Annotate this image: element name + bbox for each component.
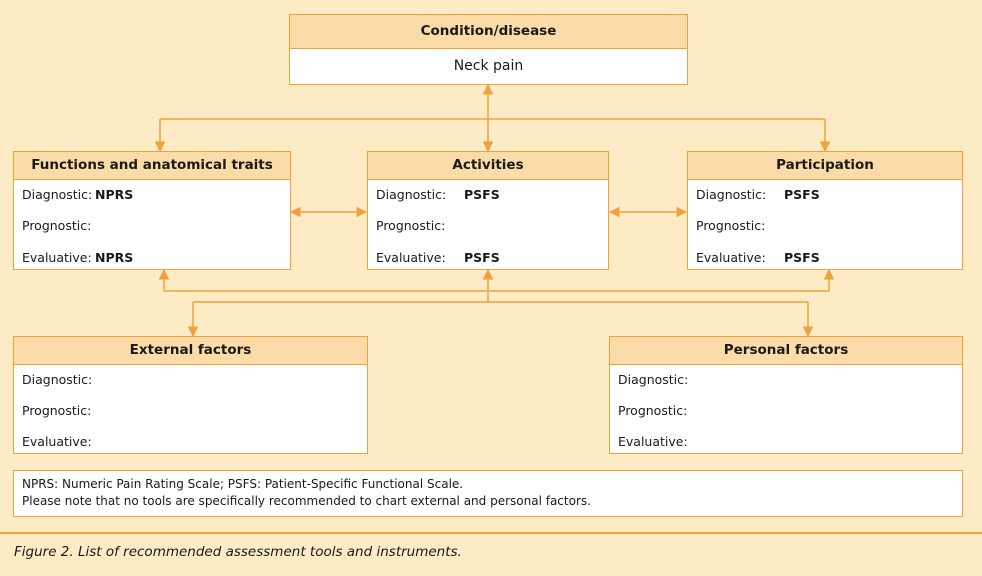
functions-box: Functions and anatomical traits Diagnost… [13, 151, 291, 270]
personal-prognostic-label: Prognostic: [618, 403, 688, 418]
functions-diagnostic-row: Diagnostic: NPRS [22, 187, 133, 202]
note-line-2: Please note that no tools are specifical… [22, 494, 591, 508]
participation-evaluative-label: Evaluative: [696, 250, 766, 265]
participation-evaluative-row: Evaluative: PSFS [696, 250, 820, 265]
activities-evaluative-row: Evaluative: PSFS [376, 250, 500, 265]
participation-evaluative-value: PSFS [784, 250, 820, 265]
functions-title: Functions and anatomical traits [14, 152, 290, 180]
activities-box: Activities Diagnostic: PSFS Prognostic: … [367, 151, 609, 270]
personal-evaluative-row: Evaluative: [618, 434, 688, 449]
caption-divider [0, 532, 982, 534]
condition-box: Condition/disease Neck pain [289, 14, 688, 85]
activities-prognostic-row: Prognostic: [376, 218, 445, 233]
participation-title: Participation [688, 152, 962, 180]
functions-diagnostic-value: NPRS [95, 187, 134, 202]
activities-evaluative-label: Evaluative: [376, 250, 446, 265]
activities-evaluative-value: PSFS [464, 250, 500, 265]
participation-diagnostic-label: Diagnostic: [696, 187, 767, 202]
external-box: External factors Diagnostic: Prognostic:… [13, 336, 368, 454]
activities-prognostic-label: Prognostic: [376, 218, 446, 233]
figure-caption: Figure 2. List of recommended assessment… [14, 544, 462, 560]
activities-title: Activities [368, 152, 608, 180]
personal-box: Personal factors Diagnostic: Prognostic:… [609, 336, 963, 454]
personal-title: Personal factors [610, 337, 962, 365]
participation-box: Participation Diagnostic: PSFS Prognosti… [687, 151, 963, 270]
external-diagnostic-row: Diagnostic: [22, 372, 92, 387]
participation-prognostic-row: Prognostic: [696, 218, 765, 233]
functions-evaluative-value: NPRS [95, 250, 134, 265]
functions-diagnostic-label: Diagnostic: [22, 187, 93, 202]
participation-prognostic-label: Prognostic: [696, 218, 766, 233]
condition-value: Neck pain [453, 58, 524, 74]
abbreviation-note: NPRS: Numeric Pain Rating Scale; PSFS: P… [13, 470, 963, 517]
personal-diagnostic-row: Diagnostic: [618, 372, 688, 387]
functions-evaluative-row: Evaluative: NPRS [22, 250, 133, 265]
functions-prognostic-label: Prognostic: [22, 218, 92, 233]
external-evaluative-row: Evaluative: [22, 434, 92, 449]
external-prognostic-row: Prognostic: [22, 403, 91, 418]
functions-evaluative-label: Evaluative: [22, 250, 92, 265]
condition-title: Condition/disease [290, 15, 687, 49]
external-title: External factors [14, 337, 367, 365]
personal-diagnostic-label: Diagnostic: [618, 372, 689, 387]
activities-diagnostic-row: Diagnostic: PSFS [376, 187, 500, 202]
personal-evaluative-label: Evaluative: [618, 434, 688, 449]
participation-diagnostic-row: Diagnostic: PSFS [696, 187, 820, 202]
external-evaluative-label: Evaluative: [22, 434, 92, 449]
activities-diagnostic-label: Diagnostic: [376, 187, 447, 202]
participation-diagnostic-value: PSFS [784, 187, 820, 202]
personal-prognostic-row: Prognostic: [618, 403, 687, 418]
external-diagnostic-label: Diagnostic: [22, 372, 93, 387]
functions-prognostic-row: Prognostic: [22, 218, 91, 233]
activities-diagnostic-value: PSFS [464, 187, 500, 202]
note-line-1: NPRS: Numeric Pain Rating Scale; PSFS: P… [22, 477, 464, 491]
external-prognostic-label: Prognostic: [22, 403, 92, 418]
